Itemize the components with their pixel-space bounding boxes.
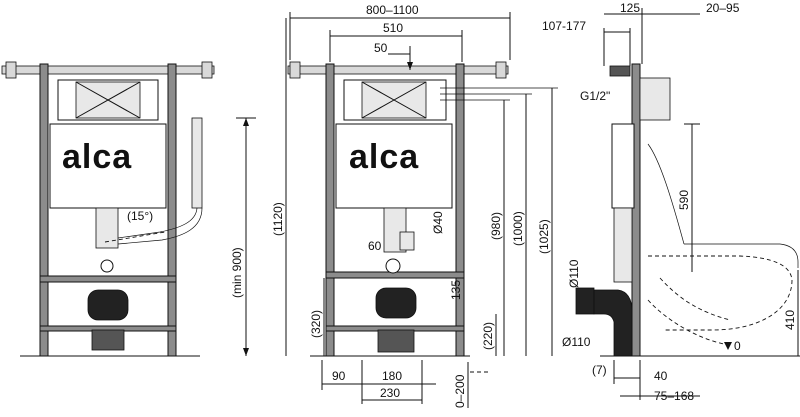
front-height-label: (min 900) [230, 247, 244, 298]
thread-label: G1/2" [580, 89, 610, 103]
h-220-label: (220) [481, 322, 495, 350]
side-top-20-95-label: 20–95 [706, 1, 740, 15]
w-180-label: 180 [382, 369, 402, 383]
h-980-label: (980) [489, 212, 503, 240]
middle-bottom-dimensions [321, 360, 469, 408]
front-angle-label: (15°) [127, 209, 153, 223]
h-1025-label: (1025) [537, 219, 551, 254]
diameter-40-label: Ø40 [431, 211, 445, 234]
w-230-label: 230 [380, 386, 400, 400]
side-top-dimensions [603, 8, 700, 66]
frame-width-label: 510 [383, 21, 403, 35]
middle-view-frame [287, 61, 509, 373]
middle-top-dimensions [289, 12, 511, 70]
side-h-590-label: 590 [677, 190, 691, 210]
side-bottom-dimensions [613, 360, 700, 400]
middle-brand-logo: alca [349, 138, 419, 176]
side-view-drawing [575, 63, 800, 357]
offset-50-label: 50 [374, 41, 388, 55]
side-top-125-label: 125 [620, 1, 640, 15]
range-0-200-label: 0–200 [453, 374, 467, 408]
front-view-frame [1, 61, 256, 357]
front-brand-logo: alca [62, 138, 132, 176]
side-h-410-label: 410 [783, 310, 797, 330]
offset-60-label: 60 [368, 239, 382, 253]
zero-level-label: 0 [734, 339, 741, 353]
h-1000-label: (1000) [511, 211, 525, 246]
side-top-107-177-label: 107-177 [542, 19, 586, 33]
w-90-label: 90 [332, 369, 346, 383]
middle-right-dimensions [285, 18, 558, 356]
side-d110-top-label: Ø110 [567, 259, 581, 288]
h-1120-label: (1120) [271, 202, 285, 236]
h-320-label: (320) [309, 310, 323, 338]
side-w-75-168-label: 75–168 [654, 389, 694, 403]
width-range-label: 800–1100 [366, 3, 419, 17]
side-vertical-dimensions [684, 123, 799, 356]
side-d110-bottom-label: Ø110 [562, 335, 591, 349]
side-gap-7-label: (7) [592, 363, 607, 377]
side-w-40-label: 40 [654, 369, 668, 383]
h-135-label: 135 [449, 280, 463, 300]
